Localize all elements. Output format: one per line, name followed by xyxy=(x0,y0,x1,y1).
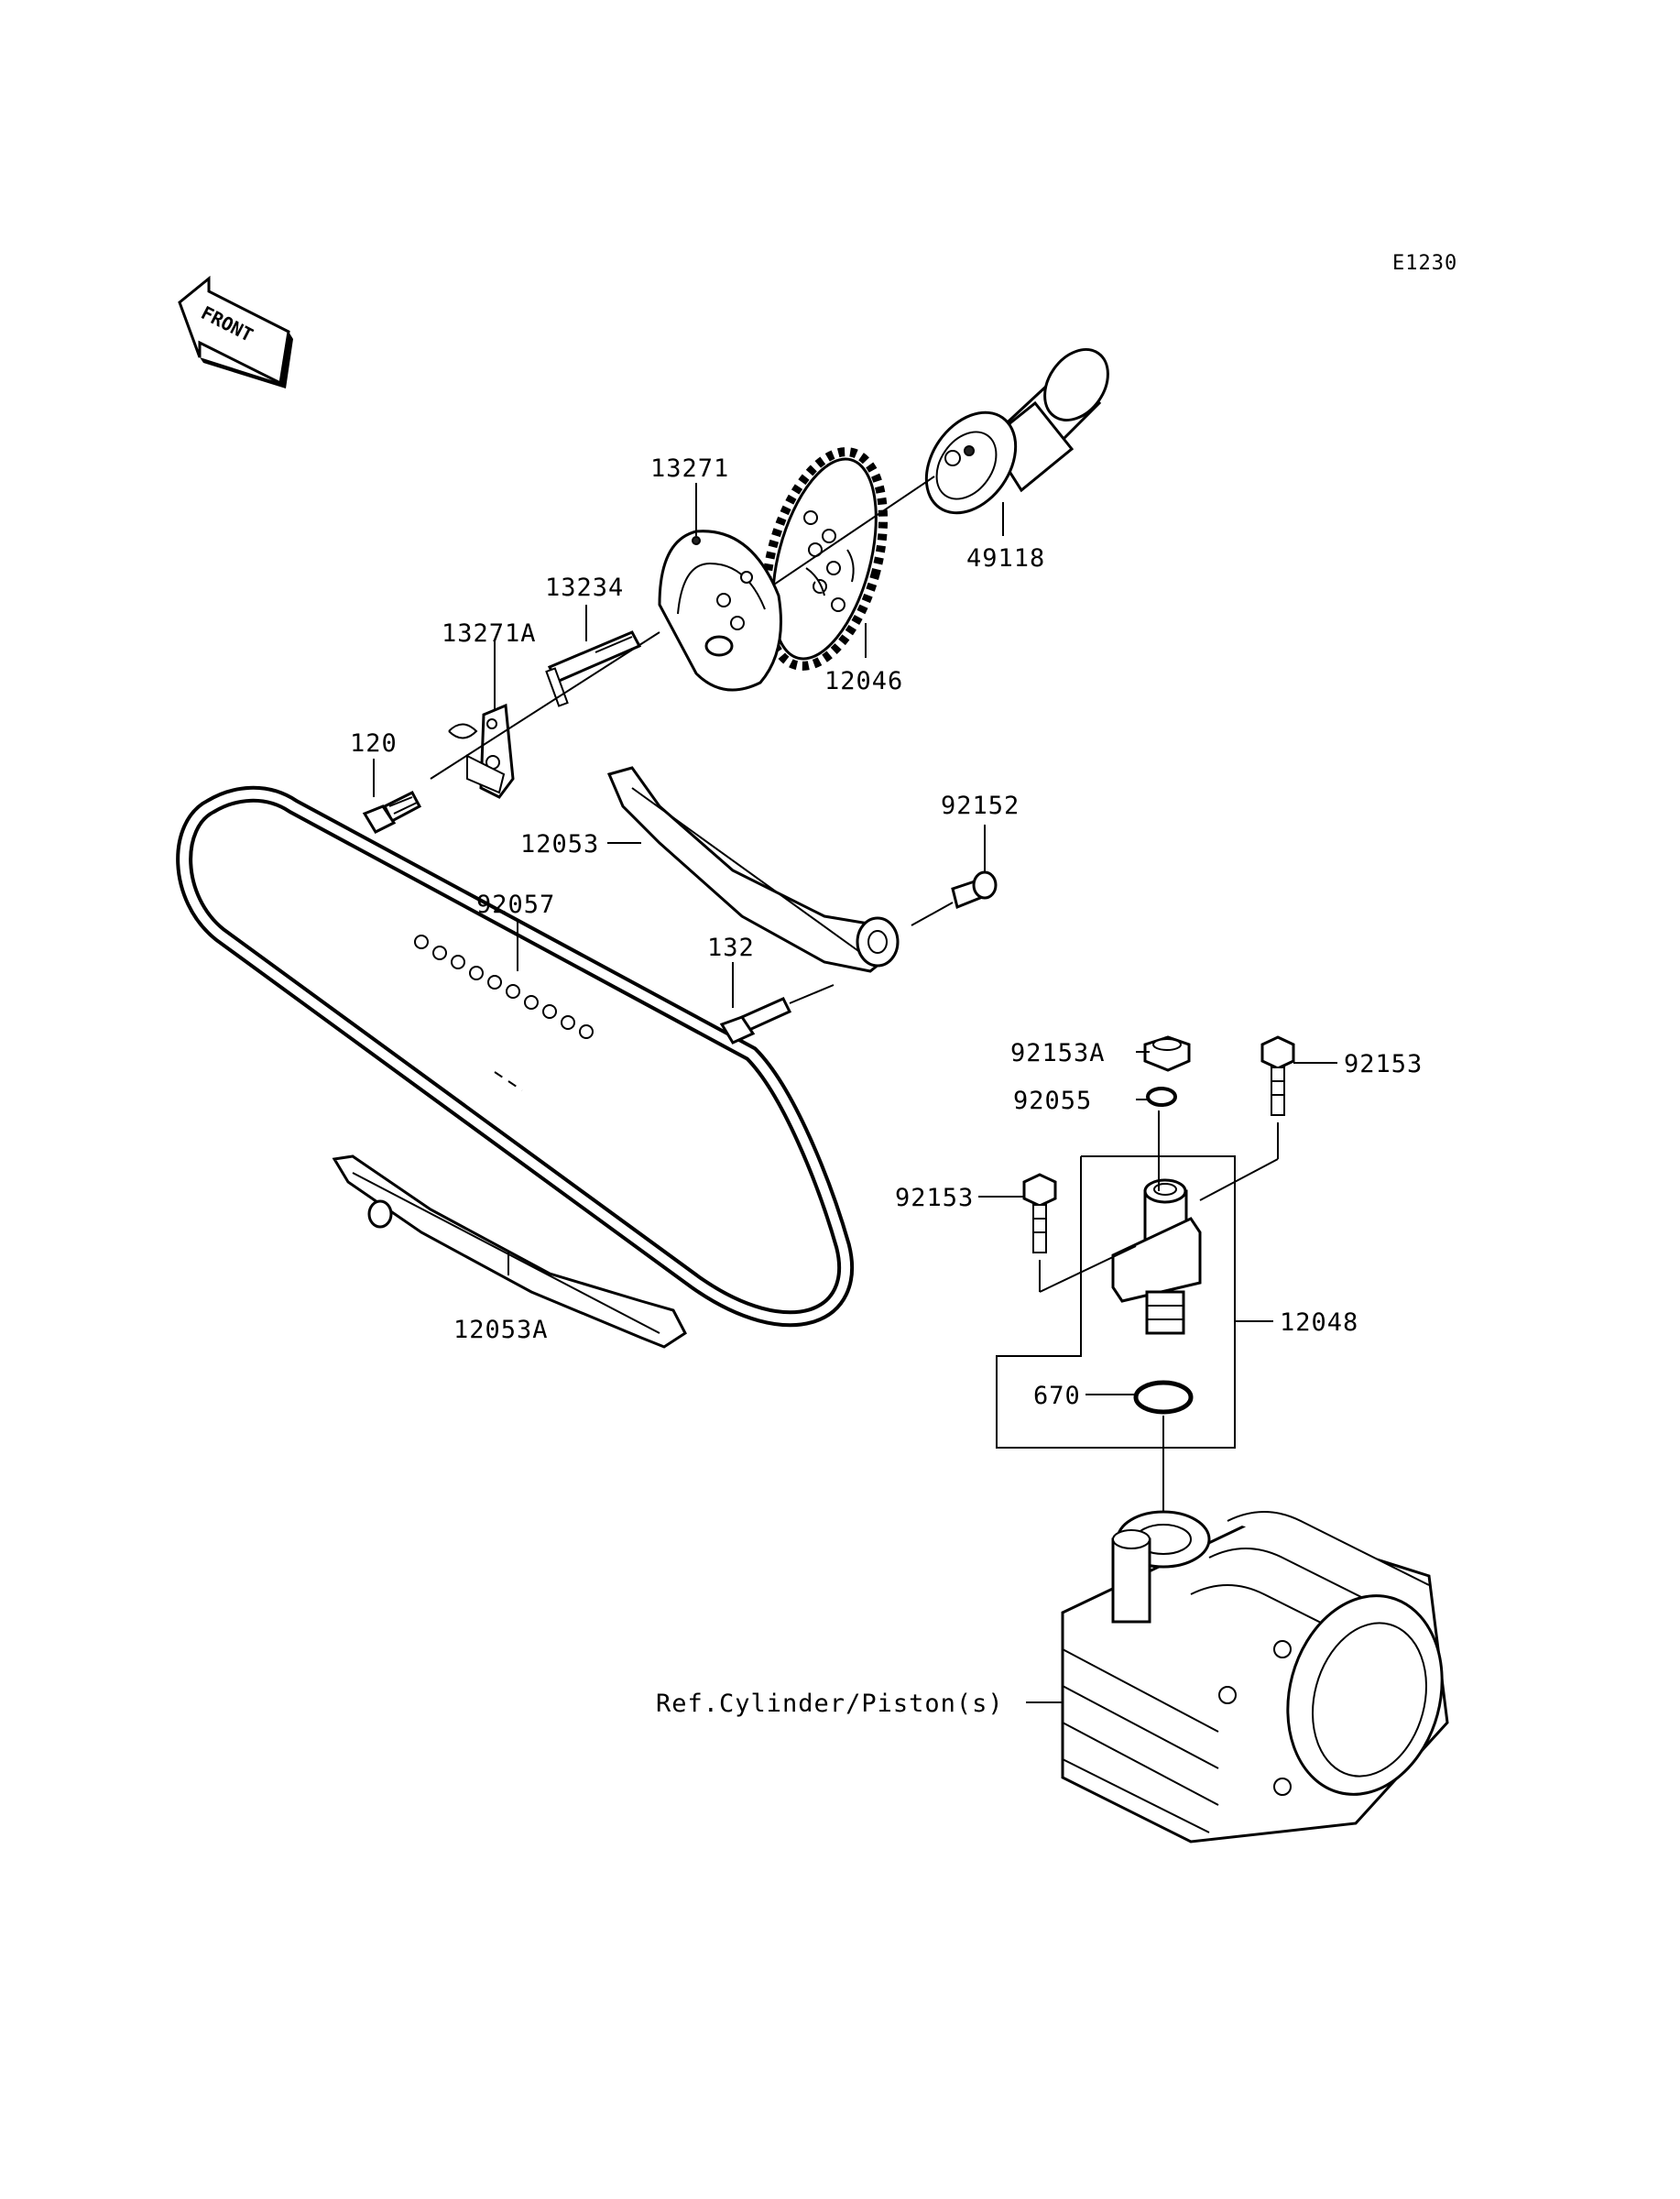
diagram-code: E1230 xyxy=(1392,252,1457,275)
part-label: 13271A xyxy=(442,619,537,648)
part-label: 12048 xyxy=(1280,1308,1358,1337)
part-label: 132 xyxy=(707,934,755,962)
part-label: 12046 xyxy=(824,667,903,695)
bolt-92153-left-part xyxy=(1022,1173,1057,1253)
part-label: 92153 xyxy=(895,1184,974,1212)
assembly-bracket-lines xyxy=(996,1110,1279,1521)
cap-nut-part xyxy=(1143,1035,1191,1072)
bolt-92153-right-part xyxy=(1260,1035,1295,1116)
sprocket-part xyxy=(760,447,889,671)
part-label: 12053 xyxy=(520,830,599,859)
timing-chain-part xyxy=(176,785,855,1328)
camshaft-part xyxy=(924,348,1109,515)
cylinder-part xyxy=(1061,1510,1449,1843)
part-label: 120 xyxy=(350,729,398,758)
part-label: 670 xyxy=(1033,1382,1081,1410)
part-label: 12053A xyxy=(453,1316,549,1344)
chain-guide-part xyxy=(606,766,900,973)
part-label: 92055 xyxy=(1013,1087,1092,1115)
part-label: 92153A xyxy=(1010,1039,1106,1067)
bolt-120-part xyxy=(362,791,422,834)
bolt-132-part xyxy=(719,997,792,1045)
decompressor-plate-part xyxy=(658,530,782,692)
part-label: 92153 xyxy=(1344,1050,1423,1078)
part-label: 13234 xyxy=(545,574,624,602)
part-label: Ref.Cylinder/Piston(s) xyxy=(656,1690,1004,1718)
tensioner-part xyxy=(1111,1178,1202,1335)
part-label: 92057 xyxy=(476,891,555,919)
leader-lines xyxy=(373,483,1337,1703)
washer-part xyxy=(1146,1087,1177,1107)
bracket-part xyxy=(448,703,515,799)
pin-part xyxy=(951,870,998,910)
o-ring-part xyxy=(1133,1380,1194,1415)
part-label: 49118 xyxy=(966,544,1045,573)
part-label: 13271 xyxy=(650,454,729,483)
part-label: 92152 xyxy=(941,792,1020,820)
front-arrow-icon: FRONT xyxy=(178,275,293,388)
lower-guide-part xyxy=(332,1154,687,1349)
